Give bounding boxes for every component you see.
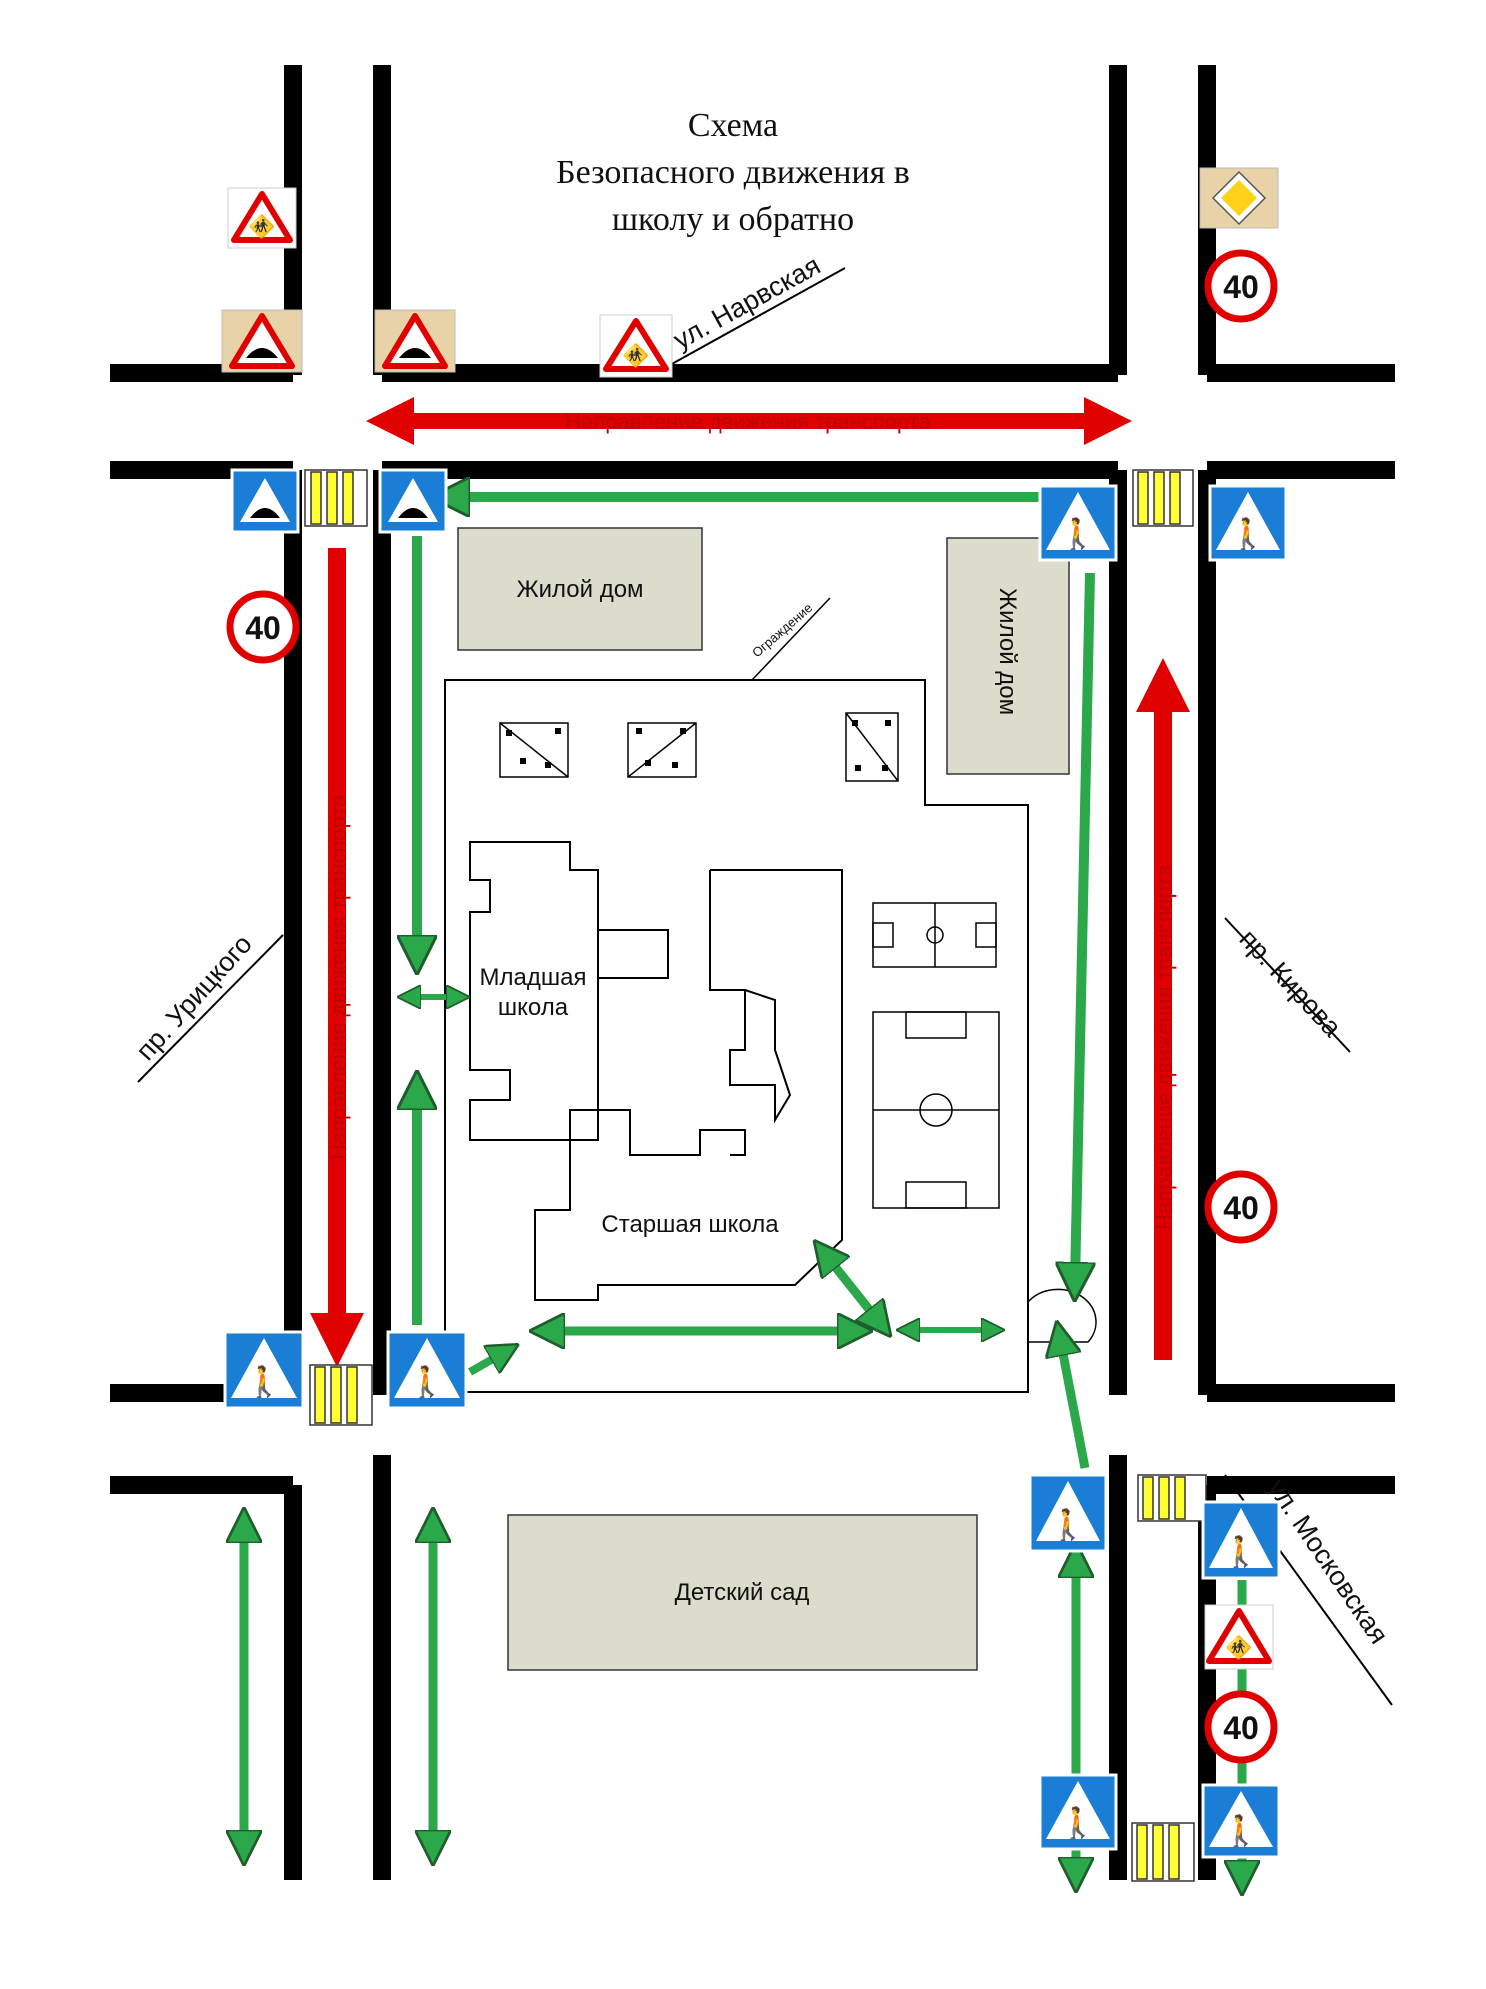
pedestrian-crossing-sign-8: 🚶 — [1201, 1783, 1281, 1859]
map-title: Схема Безопасного движения в школу и обр… — [556, 107, 910, 238]
speed-bump-warning-sign-1 — [221, 309, 303, 373]
pedestrian-icon: 🚶 — [1049, 1507, 1086, 1543]
crosswalk-nw — [304, 469, 368, 527]
pedestrian-crossing-sign-2: 🚶 — [1208, 484, 1288, 562]
speed-limit-sign-ne: 40 — [1204, 249, 1278, 323]
svg-text:40: 40 — [1223, 269, 1259, 305]
speed-bump-warning-sign-2 — [374, 309, 456, 373]
speed-limit-signs: 40 40 40 40 — [226, 249, 1278, 1764]
crosswalks — [304, 469, 1207, 1882]
street-label-north: ул. Нарвская — [668, 250, 846, 366]
title-line-3: школу и обратно — [612, 201, 854, 238]
kindergarten-label: Детский сад — [675, 1579, 810, 1606]
traffic-label-horizontal: Направление движения транспорта — [565, 409, 931, 434]
residential-label-2: Жилой дом — [994, 588, 1021, 715]
pedestrian-icon: 🚶 — [245, 1364, 282, 1400]
street-name-kirova: пр. Кирова — [1234, 924, 1348, 1044]
street-name-narvskaya: ул. Нарвская — [668, 250, 825, 355]
route-east-down — [1075, 572, 1090, 1282]
crosswalk-sw — [309, 1364, 373, 1426]
junior-school-label-1: Младшая — [480, 964, 587, 991]
speed-limit-sign-east: 40 — [1204, 1170, 1278, 1244]
football-field — [872, 1011, 1000, 1209]
pedestrian-icon: 🚶 — [1229, 516, 1266, 552]
title-line-2: Безопасного движения в — [556, 154, 910, 191]
street-label-west: пр. Урицкого — [130, 929, 284, 1083]
kindergarten-building: Детский сад — [507, 1514, 978, 1671]
pedestrian-crossing-sign-1: 🚶 — [1038, 484, 1118, 562]
route-sw-entry — [468, 1352, 505, 1376]
pedestrian-icon: 🚶 — [1059, 516, 1096, 552]
senior-school-label: Старшая школа — [601, 1211, 779, 1238]
pedestrian-icon: 🚶 — [408, 1364, 445, 1400]
crosswalk-south — [1131, 1822, 1195, 1882]
crosswalk-ne — [1132, 469, 1194, 527]
pedestrian-crossing-signs: 🚶 🚶 🚶 🚶 🚶 🚶 🚶 — [223, 484, 1288, 1859]
priority-road-sign — [1199, 167, 1279, 229]
pedestrian-icon: 🚶 — [1222, 1534, 1259, 1570]
pedestrian-icon: 🚶 — [1222, 1813, 1259, 1849]
residential-building-2: Жилой дом — [946, 537, 1070, 775]
traffic-direction-horizontal: Направление движения транспорта — [366, 397, 1132, 445]
speed-bump-sign-west-1 — [230, 468, 300, 534]
pedestrian-icon: 🚶 — [1059, 1805, 1096, 1841]
residential-label-1: Жилой дом — [516, 576, 643, 603]
children-icon: 🚸 — [248, 214, 275, 240]
speed-bump-icon — [250, 508, 280, 518]
speed-bump-icon — [398, 508, 428, 518]
street-name-moskovskaya: ул. Московская — [1262, 1474, 1394, 1650]
speed-bump-sign-west-2 — [378, 468, 448, 534]
traffic-label-west: Направление движения транспорта — [326, 794, 351, 1160]
title-line-1: Схема — [688, 107, 778, 144]
pedestrian-crossing-sign-5: 🚶 — [1028, 1473, 1108, 1553]
traffic-direction-west: Направление движения транспорта — [310, 548, 364, 1367]
pedestrian-crossing-sign-6: 🚶 — [1201, 1500, 1281, 1580]
junior-school-label-2: школа — [498, 994, 569, 1021]
children-warning-sign-nw: 🚸 — [227, 187, 297, 249]
junior-school-building — [469, 841, 669, 1141]
children-icon: 🚸 — [622, 343, 649, 369]
street-label-east: пр. Кирова — [1224, 917, 1351, 1053]
children-icon: 🚸 — [1225, 1635, 1252, 1661]
speed-limit-sign-west: 40 — [226, 590, 300, 664]
svg-text:40: 40 — [1223, 1710, 1259, 1746]
pedestrian-crossing-sign-3: 🚶 — [223, 1330, 305, 1410]
children-warning-sign-se: 🚸 — [1204, 1604, 1274, 1670]
pedestrian-crossing-sign-4: 🚶 — [386, 1330, 468, 1410]
children-warning-sign-north: 🚸 — [599, 314, 673, 378]
speed-limit-sign-se: 40 — [1204, 1690, 1278, 1764]
speed-bump-icon — [246, 348, 278, 358]
svg-text:40: 40 — [1223, 1190, 1259, 1226]
street-name-uritskogo: пр. Урицкого — [130, 929, 258, 1066]
svg-text:40: 40 — [245, 610, 281, 646]
residential-building-1: Жилой дом — [457, 527, 703, 651]
fence-label: Ограждение — [749, 600, 815, 660]
pedestrian-crossing-sign-7: 🚶 — [1038, 1773, 1118, 1851]
route-senior-entry — [825, 1254, 880, 1323]
route-gate-up — [1060, 1338, 1090, 1469]
gate-arc — [1027, 1288, 1097, 1343]
traffic-direction-east: Направление движения транспорта — [1136, 658, 1190, 1360]
speed-bump-icon — [399, 348, 431, 358]
crosswalk-se — [1137, 1474, 1207, 1522]
traffic-label-east: Направление движения транспорта — [1152, 864, 1177, 1230]
playground-equipment — [499, 712, 899, 782]
small-sports-field — [872, 902, 997, 968]
